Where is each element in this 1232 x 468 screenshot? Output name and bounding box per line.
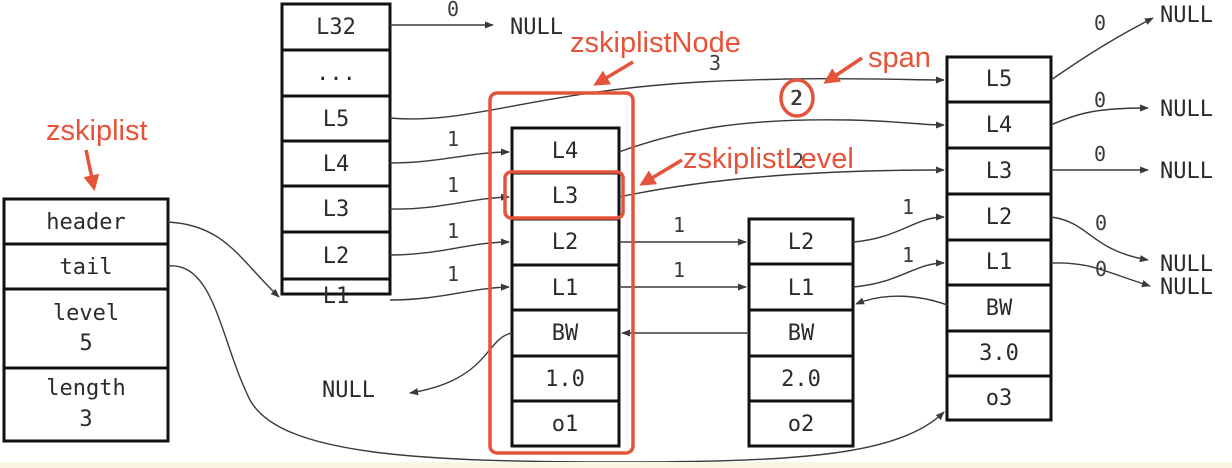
n3-l4-arrow (1050, 104, 1149, 126)
n3-l1-arrow (1050, 262, 1151, 287)
zskiplist-level-field: level (53, 301, 119, 326)
zskiplist-length-field: length (46, 376, 125, 401)
span-n3-l4: 0 (1094, 88, 1106, 112)
zskiplist-tail-field: tail (60, 255, 113, 280)
n2-l2-arrow (852, 213, 945, 243)
node3-score: 3.0 (979, 341, 1019, 366)
annotation-zskiplist-arrow (83, 149, 100, 192)
span-n1-l4: 2 (790, 86, 802, 110)
annotation-level-arrow (639, 158, 683, 186)
node1-backward: BW (552, 321, 579, 346)
n3-l5-arrow (1050, 17, 1154, 81)
n1-bw-arrow (409, 332, 513, 396)
node1-level-l1: L1 (552, 276, 579, 301)
span-n3-l2: 0 (1095, 211, 1107, 235)
span-n3-l5: 0 (1094, 11, 1106, 35)
annotation-node-arrow (593, 60, 634, 86)
node3-level-l5: L5 (986, 67, 1013, 92)
zskiplist-length-value: 3 (79, 407, 92, 432)
null-backward: NULL (322, 378, 375, 403)
n3-l2-arrow (1050, 216, 1149, 263)
span-labels: 0 3 1 1 1 1 2 2 1 1 1 1 0 0 0 0 0 (447, 0, 1107, 286)
node3-level-l1: L1 (986, 250, 1013, 275)
annotations: zskiplist zskiplistNode span 2 zskiplist… (46, 27, 931, 455)
zskiplist-level-value: 5 (79, 331, 92, 356)
null-n3-l3: NULL (1160, 159, 1213, 184)
header-level-l3: L3 (323, 197, 350, 222)
span-hdr-l3: 1 (447, 173, 459, 197)
header-level-l2: L2 (323, 244, 350, 269)
node1-level-l4: L4 (552, 139, 579, 164)
span-n1-l2: 1 (673, 213, 685, 237)
node3-obj: o3 (986, 386, 1013, 411)
annotation-zskiplistlevel: zskiplistLevel (683, 143, 854, 175)
span-hdr-l2: 1 (447, 219, 459, 243)
header-node: L32 ... L5 L4 L3 L2 L1 (280, 2, 392, 309)
annotation-span-circle (779, 78, 815, 118)
node2-obj: o2 (788, 412, 815, 437)
span-n2-l2: 1 (902, 195, 914, 219)
span-hdr-l1: 1 (447, 262, 459, 286)
node3-level-l4: L4 (986, 113, 1013, 138)
node1-level-l3: L3 (552, 184, 579, 209)
node2-score: 2.0 (781, 367, 821, 392)
node-o3: L5 L4 L3 L2 L1 BW 3.0 o3 (945, 55, 1053, 422)
node2-level-l2: L2 (788, 230, 815, 255)
annotation-node-frame (488, 91, 635, 455)
null-n3-l1: NULL (1160, 275, 1213, 300)
span-n1-l3: 2 (792, 149, 804, 173)
span-n3-l3: 0 (1094, 142, 1106, 166)
node2-backward: BW (788, 321, 815, 346)
span-hdr-l32: 0 (447, 0, 459, 21)
bottom-strip (0, 462, 1232, 468)
annotation-level-frame (503, 170, 625, 220)
node1-obj: o1 (552, 412, 579, 437)
null-top-center: NULL (510, 15, 563, 40)
span-hdr-l5: 3 (709, 51, 721, 75)
n1-l4-arrow (618, 119, 945, 153)
node1-score: 1.0 (545, 367, 585, 392)
span-hdr-l4: 1 (447, 127, 459, 151)
header-level-l1: L1 (323, 284, 350, 309)
n1-l3-arrow (618, 166, 945, 198)
n3-bw-arrow (855, 295, 948, 306)
zskiplist-header-field: header (46, 210, 125, 235)
zskiplist-struct: header tail level 5 length 3 (2, 197, 170, 443)
hdr-l1-arrow (389, 283, 510, 301)
node1-level-l2: L2 (552, 230, 579, 255)
span-n1-l1: 1 (673, 258, 685, 282)
annotation-span: span (868, 42, 931, 74)
pointers (167, 17, 1154, 463)
node-o1: L4 L3 L2 L1 BW 1.0 o1 (510, 126, 621, 448)
tail-pointer-arrow (167, 265, 945, 463)
hdr-l4-arrow (389, 148, 510, 164)
header-level-l32: L32 (316, 15, 356, 40)
span-n2-l1: 1 (902, 243, 914, 267)
node3-level-l2: L2 (986, 205, 1013, 230)
node3-backward: BW (986, 296, 1013, 321)
hdr-l5-arrow (389, 76, 945, 120)
null-labels: NULL NULL NULL NULL NULL NULL NULL (322, 3, 1213, 403)
n2-l1-arrow (852, 259, 945, 288)
hdr-l2-arrow (389, 238, 510, 256)
null-n3-l5: NULL (1160, 3, 1213, 28)
node3-level-l3: L3 (986, 159, 1013, 184)
annotation-zskiplistnode: zskiplistNode (570, 27, 741, 59)
span-highlighted-value: 2 (791, 86, 803, 110)
null-n3-l4: NULL (1160, 97, 1213, 122)
header-level-l5: L5 (323, 107, 350, 132)
annotation-span-arrow (823, 56, 863, 84)
node-o2: L2 L1 BW 2.0 o2 (747, 217, 855, 448)
header-pointer-arrow (167, 221, 280, 298)
header-level-ellipsis: ... (316, 61, 356, 86)
null-n3-l2: NULL (1160, 252, 1213, 277)
hdr-l3-arrow (389, 193, 510, 210)
node2-level-l1: L1 (788, 276, 815, 301)
span-n3-l1: 0 (1095, 257, 1107, 281)
header-level-l4: L4 (323, 152, 350, 177)
annotation-zskiplist: zskiplist (46, 115, 148, 147)
